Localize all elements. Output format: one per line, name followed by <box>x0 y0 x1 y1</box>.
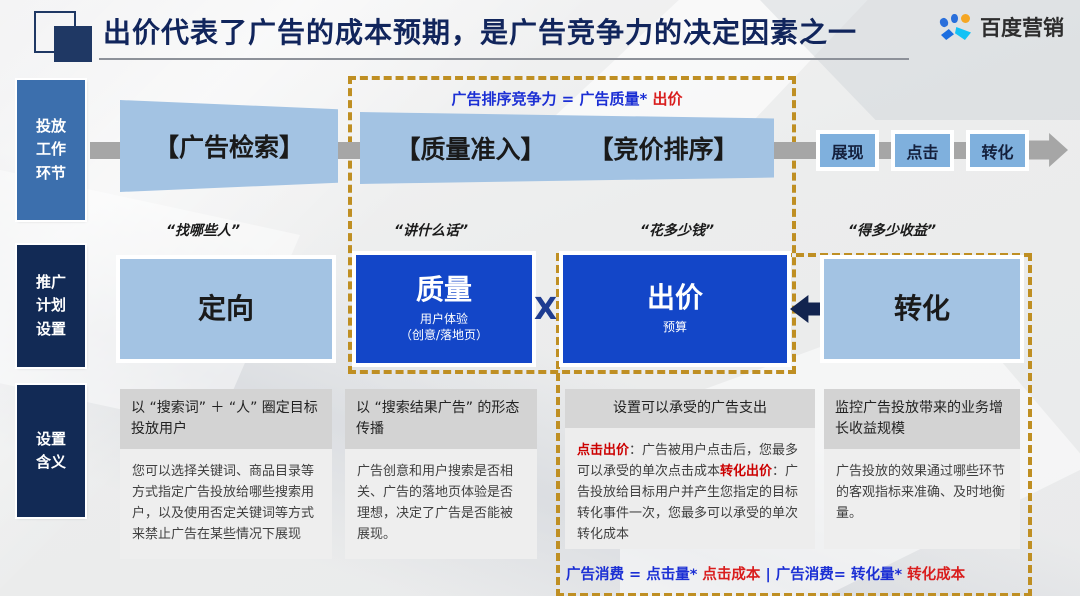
card-body: 广告创意和用户搜索是否相关、广告的落地页体验是否理想，决定了广告是否能被展现。 <box>357 464 514 543</box>
flow-connector <box>772 142 822 159</box>
card-body: 广告投放的效果通过哪些环节的客观指标来准确、及时地衡量。 <box>836 464 1006 522</box>
flow-connector <box>951 142 972 159</box>
stage-quality-and-ranking[interactable]: 【质量准入】 【竞价排序】 <box>360 112 774 184</box>
concept-title: 质量 <box>415 272 472 306</box>
ranking-formula-red: 出价 <box>652 90 683 108</box>
concept-title: 转化 <box>893 291 950 325</box>
title-underline-rule <box>99 58 909 60</box>
flow-connector <box>336 142 364 159</box>
ranking-formula: 广告排序竞争力 = 广告质量* 出价 <box>360 88 774 109</box>
baidu-paw-icon <box>938 14 974 40</box>
concept-subtitle: 预算 <box>662 319 687 334</box>
description-card-conversion: 监控广告投放带来的业务增长收益规模 广告投放的效果通过哪些环节的客观指标来准确、… <box>824 389 1020 549</box>
stage-label: 【广告检索】 <box>153 133 304 162</box>
card-heading: 监控广告投放带来的业务增长收益规模 <box>824 389 1020 449</box>
metric-label: 展现 <box>831 142 864 162</box>
stage-label: 【竞价排序】 <box>588 135 739 164</box>
card-body-text: ：广告投放给目标用户并产生您指定的目标转化事件一次，您最多可以承受的单次转化成本 <box>577 464 799 543</box>
highlight-frame-ranking <box>348 76 796 374</box>
spend-formula-part3: | 广告消费= 转化量* <box>765 567 903 583</box>
ranking-formula-blue: 广告排序竞争力 = 广告质量* <box>451 90 648 108</box>
concept-targeting[interactable]: 定向 <box>120 259 332 359</box>
concept-conversion[interactable]: 转化 <box>824 259 1020 359</box>
card-body: 点击出价：广告被用户点击后，您最多可以承受的单次点击成本转化出价：广告投放给目标… <box>565 428 815 555</box>
spend-formula: 广告消费 = 点击量* 点击成本 | 广告消费= 转化量* 转化成本 <box>566 563 1016 584</box>
metric-label: 转化 <box>981 142 1014 162</box>
multiply-sign: X <box>534 292 558 327</box>
flow-connector <box>876 142 897 159</box>
flow-end-arrow-icon <box>1026 133 1068 167</box>
page-title: 出价代表了广告的成本预期，是广告竞争力的决定因素之一 <box>103 16 858 49</box>
concept-subtitle-line1: 用户体验 <box>419 311 468 326</box>
decorative-square-filled-icon <box>54 26 92 62</box>
card-heading: 以 “搜索词” ＋ “人” 圈定目标投放用户 <box>120 389 332 449</box>
caption-cost: “花多少钱” <box>640 223 715 239</box>
concept-bid[interactable]: 出价 预算 <box>563 255 787 363</box>
slide-header: 出价代表了广告的成本预期，是广告竞争力的决定因素之一 百度营销 <box>0 0 1080 68</box>
metric-conversion[interactable]: 转化 <box>970 134 1025 167</box>
spend-formula-part4: 转化成本 <box>907 567 966 583</box>
card-body-text: ：广告被用户点击后，您最多可以承受的单次点击成本 <box>577 443 799 480</box>
concept-quality[interactable]: 质量 用户体验 （创意/落地页） <box>356 255 532 363</box>
sidebar-item-delivery-workflow[interactable]: 投放 工作 环节 <box>17 80 85 220</box>
metric-click[interactable]: 点击 <box>895 134 950 167</box>
stage-label: 【质量准入】 <box>395 135 546 164</box>
sidebar-item-label: 投放 工作 环节 <box>35 117 66 182</box>
sidebar-item-campaign-settings[interactable]: 推广 计划 设置 <box>17 245 85 367</box>
spend-formula-part1: 广告消费 = 点击量* <box>566 567 698 583</box>
concept-title: 定向 <box>197 291 254 325</box>
caption-revenue: “得多少收益” <box>848 223 937 239</box>
metric-label: 点击 <box>906 142 939 162</box>
caption-what: “讲什么话” <box>394 223 469 239</box>
sidebar-item-label: 设置 含义 <box>35 429 66 471</box>
card-heading: 以 “搜索结果广告” 的形态传播 <box>345 389 537 449</box>
card-heading: 设置可以承受的广告支出 <box>565 389 815 428</box>
caption-who: “找哪些人” <box>166 223 241 239</box>
stage-ad-retrieval[interactable]: 【广告检索】 <box>120 100 338 192</box>
description-card-quality: 以 “搜索结果广告” 的形态传播 广告创意和用户搜索是否相关、广告的落地页体验是… <box>345 389 537 559</box>
baidu-marketing-logo: 百度营销 <box>938 12 1064 42</box>
highlight-frame-bid <box>556 253 1032 596</box>
description-card-bid: 设置可以承受的广告支出 点击出价：广告被用户点击后，您最多可以承受的单次点击成本… <box>565 389 815 549</box>
concept-title: 出价 <box>646 281 703 314</box>
description-card-targeting: 以 “搜索词” ＋ “人” 圈定目标投放用户 您可以选择关键词、商品目录等方式指… <box>120 389 332 559</box>
concept-subtitle-line2: （创意/落地页） <box>399 327 489 342</box>
card-body-emphasis: 点击出价 <box>577 443 630 458</box>
brand-label: 百度营销 <box>980 16 1064 40</box>
sidebar-item-setting-meaning[interactable]: 设置 含义 <box>17 385 85 517</box>
sidebar-item-label: 推广 计划 设置 <box>35 273 66 338</box>
card-body-emphasis: 转化出价 <box>720 464 773 480</box>
spend-formula-part2: 点击成本 <box>702 567 761 583</box>
card-body: 您可以选择关键词、商品目录等方式指定广告投放给哪些搜索用户，以及使用否定关键词等… <box>132 464 315 543</box>
flow-connector <box>90 142 122 159</box>
metric-impression[interactable]: 展现 <box>820 134 875 167</box>
